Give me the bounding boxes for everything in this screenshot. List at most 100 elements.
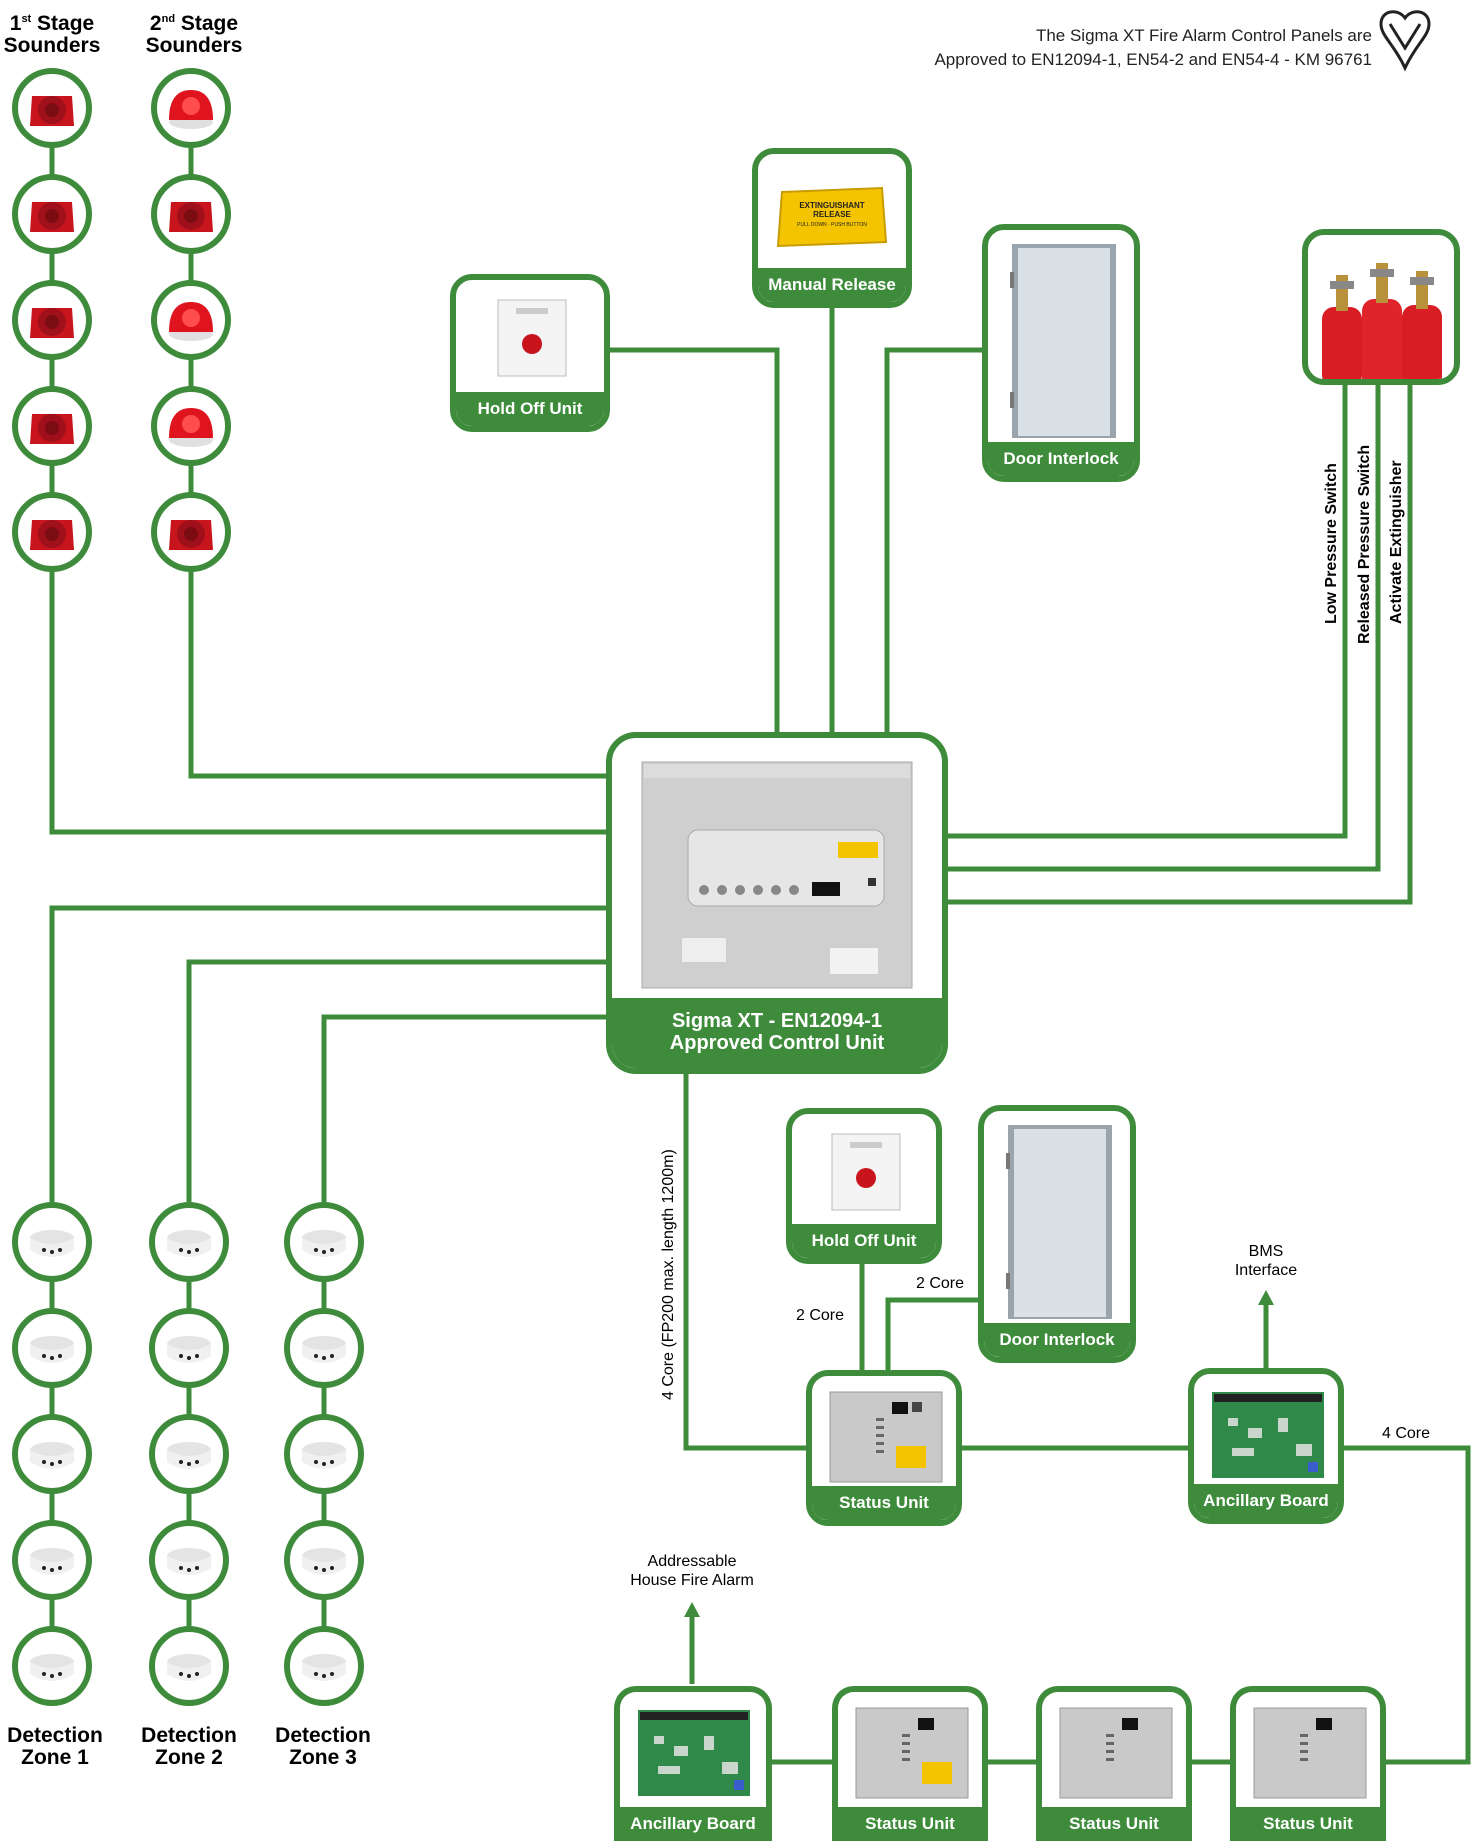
- status-unit-bottom-2[interactable]: Status Unit: [1036, 1686, 1192, 1841]
- status-unit-bottom-1-label: Status Unit: [838, 1807, 982, 1841]
- status-unit-icon: [1059, 1707, 1173, 1799]
- manual-release-device[interactable]: EXTINGUISHANT RELEASE PULL DOWN · PUSH B…: [752, 148, 912, 308]
- status-unit-icon: [829, 1391, 943, 1483]
- sounder-stage2-5[interactable]: [151, 492, 231, 572]
- smoke-detector-icon: [167, 1230, 211, 1257]
- detector-zone1-1[interactable]: [12, 1202, 92, 1282]
- detector-zone1-4[interactable]: [12, 1520, 92, 1600]
- status-unit-bottom-2-label: Status Unit: [1042, 1807, 1186, 1841]
- control-unit-label-line1: Sigma XT - EN12094-1: [671, 1010, 883, 1032]
- sounder-stage1-5[interactable]: [12, 492, 92, 572]
- sounder-stage1-1[interactable]: [12, 68, 92, 148]
- status-unit-bottom-3[interactable]: Status Unit: [1230, 1686, 1386, 1841]
- two-core-label-a: 2 Core: [795, 1307, 845, 1324]
- hold-off-unit-icon: [497, 299, 567, 377]
- activate-extinguisher-label: Activate Extinguisher: [1388, 460, 1405, 624]
- detector-zone2-1[interactable]: [149, 1202, 229, 1282]
- wire-low-pressure: [945, 382, 1348, 839]
- arrow-head-house: [684, 1602, 700, 1617]
- door-icon: [1006, 1125, 1112, 1319]
- detector-zone2-3[interactable]: [149, 1414, 229, 1494]
- hold-off-unit-bottom-label: Hold Off Unit: [792, 1224, 936, 1258]
- sounder-stage1-4[interactable]: [12, 386, 92, 466]
- smoke-detector-icon: [302, 1654, 346, 1681]
- manual-release-label: Manual Release: [758, 268, 906, 302]
- beacon-sounder-icon: [169, 408, 213, 447]
- smoke-detector-icon: [167, 1442, 211, 1469]
- smoke-detector-icon: [167, 1654, 211, 1681]
- sounder-icon: [30, 202, 74, 232]
- control-unit-label: Sigma XT - EN12094-1 Approved Control Un…: [612, 998, 942, 1068]
- detector-zone1-2[interactable]: [12, 1308, 92, 1388]
- ancillary-board-bottom-label: Ancillary Board: [620, 1807, 766, 1841]
- wire-holdoff-to-panel: [604, 347, 780, 736]
- manual-release-sign-line2: RELEASE: [813, 210, 851, 219]
- manual-release-sign-line3: PULL DOWN · PUSH BUTTON: [797, 222, 867, 228]
- smoke-detector-icon: [30, 1336, 74, 1363]
- detector-zone2-4[interactable]: [149, 1520, 229, 1600]
- detector-zone3-3[interactable]: [284, 1414, 364, 1494]
- hold-off-unit-bottom[interactable]: Hold Off Unit: [786, 1108, 942, 1264]
- status-unit-main[interactable]: Status Unit: [806, 1370, 962, 1526]
- status-unit-icon: [1253, 1707, 1367, 1799]
- hold-off-unit-top-label: Hold Off Unit: [456, 392, 604, 426]
- door-interlock-bottom-label: Door Interlock: [984, 1323, 1130, 1357]
- wire-panel-to-zone1: [49, 905, 612, 1202]
- smoke-detector-icon: [30, 1442, 74, 1469]
- status-unit-main-label: Status Unit: [812, 1486, 956, 1520]
- low-pressure-switch-label: Low Pressure Switch: [1323, 463, 1340, 624]
- smoke-detector-icon: [302, 1336, 346, 1363]
- manual-release-sign-line1: EXTINGUISHANT: [799, 201, 864, 210]
- sounder-stage1-2[interactable]: [12, 174, 92, 254]
- kitemark-icon: [1379, 10, 1431, 72]
- detector-zone3-4[interactable]: [284, 1520, 364, 1600]
- sounder-stage2-3[interactable]: [151, 280, 231, 360]
- manual-release-icon: EXTINGUISHANT RELEASE PULL DOWN · PUSH B…: [776, 186, 888, 248]
- wire-panel-to-zone2: [186, 959, 612, 1202]
- detector-zone1-5[interactable]: [12, 1626, 92, 1706]
- ancillary-board-right-label: Ancillary Board: [1194, 1484, 1338, 1518]
- detector-zone2-2[interactable]: [149, 1308, 229, 1388]
- wire-door-to-panel: [884, 347, 985, 736]
- hold-off-unit-top[interactable]: Hold Off Unit: [450, 274, 610, 432]
- status-unit-icon: [855, 1707, 969, 1799]
- ancillary-board-bottom[interactable]: Ancillary Board: [614, 1686, 772, 1841]
- sounder-icon: [30, 414, 74, 444]
- detector-zone3-2[interactable]: [284, 1308, 364, 1388]
- detector-zone2-5[interactable]: [149, 1626, 229, 1706]
- arrow-head-bms: [1258, 1290, 1274, 1305]
- wire-stage1-to-panel: [49, 570, 612, 835]
- detector-zone3-5[interactable]: [284, 1626, 364, 1706]
- sounder-stage2-4[interactable]: [151, 386, 231, 466]
- status-unit-bottom-3-label: Status Unit: [1236, 1807, 1380, 1841]
- sounder-icon: [30, 96, 74, 126]
- door-icon: [1010, 244, 1116, 438]
- wire-panel-to-status-unit: [683, 1070, 810, 1451]
- smoke-detector-icon: [302, 1230, 346, 1257]
- gas-cylinder-icon: [1322, 263, 1442, 379]
- wire-panel-to-zone3: [321, 1014, 612, 1202]
- sounder-stage2-2[interactable]: [151, 174, 231, 254]
- wire-door-to-status: [885, 1297, 982, 1372]
- status-unit-bottom-1[interactable]: Status Unit: [832, 1686, 988, 1841]
- sigma-xt-control-unit[interactable]: Sigma XT - EN12094-1 Approved Control Un…: [606, 732, 948, 1074]
- sounder-icon: [30, 520, 74, 550]
- extinguisher-cylinders[interactable]: [1302, 229, 1460, 385]
- sounder-stage2-1[interactable]: [151, 68, 231, 148]
- smoke-detector-icon: [167, 1336, 211, 1363]
- wire-released-pressure: [945, 382, 1381, 872]
- beacon-sounder-icon: [169, 90, 213, 129]
- sounder-icon: [30, 308, 74, 338]
- sounder-stage1-3[interactable]: [12, 280, 92, 360]
- ancillary-board-right[interactable]: Ancillary Board: [1188, 1368, 1344, 1524]
- door-interlock-bottom[interactable]: Door Interlock: [978, 1105, 1136, 1363]
- detector-zone3-1[interactable]: [284, 1202, 364, 1282]
- detector-zone1-3[interactable]: [12, 1414, 92, 1494]
- door-interlock-top[interactable]: Door Interlock: [982, 224, 1140, 482]
